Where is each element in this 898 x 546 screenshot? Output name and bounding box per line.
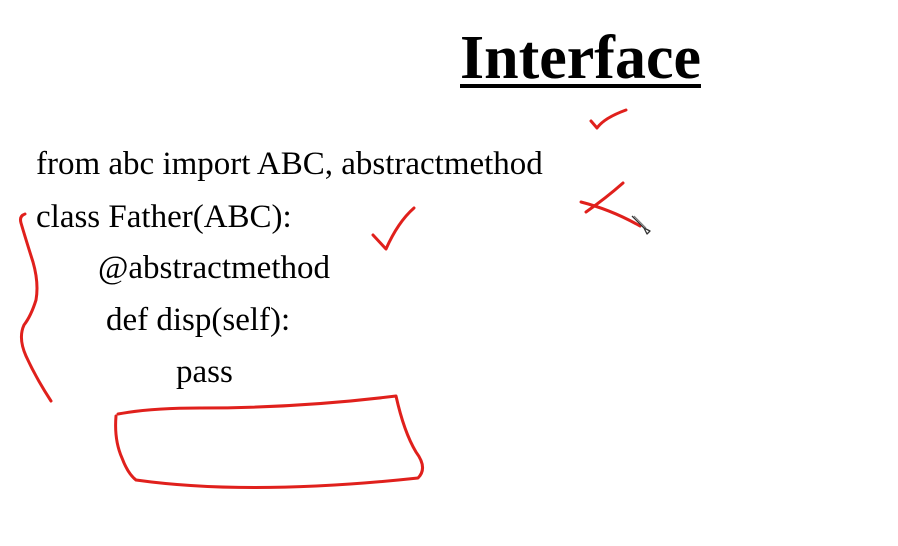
cross-mark-icon xyxy=(584,181,625,214)
code-line-pass: pass xyxy=(176,354,233,390)
left-brace-mark xyxy=(19,212,53,403)
code-line-def: def disp(self): xyxy=(106,302,291,338)
code-line-import: from abc import ABC, abstractmethod xyxy=(36,146,543,182)
pencil-cursor-icon xyxy=(631,215,651,235)
class-checkmark-icon xyxy=(371,206,416,251)
empty-box-mark xyxy=(114,394,424,490)
code-line-class: class Father(ABC): xyxy=(36,199,292,235)
code-line-decorator: @abstractmethod xyxy=(98,250,330,286)
slide-title: Interface xyxy=(460,24,701,92)
title-checkmark-icon xyxy=(589,108,628,130)
